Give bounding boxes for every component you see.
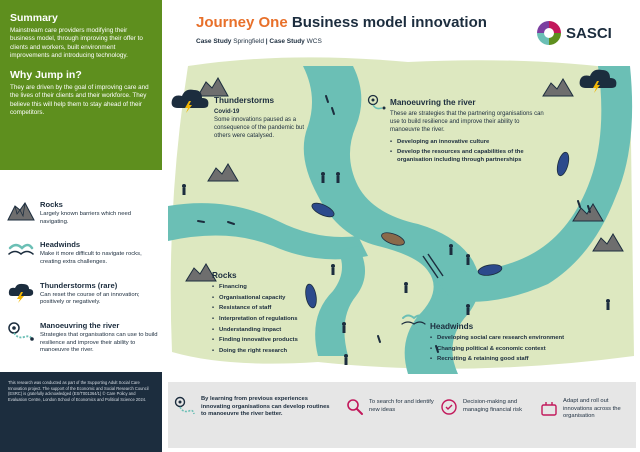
headwinds-block: Headwinds Developing social care researc… [430, 322, 600, 367]
decision-icon [441, 399, 457, 415]
legend-rocks: Rocks Largely known barriers which need … [6, 200, 160, 226]
bottom-bar: By learning from previous experiences in… [168, 382, 636, 448]
rock-icon [185, 77, 624, 282]
river-left-branch [168, 203, 368, 260]
footer: This research was conducted as part of t… [0, 372, 162, 452]
title-topic: Business model innovation [291, 14, 487, 31]
legend-headwinds: Headwinds Make it more difficult to navi… [6, 240, 160, 266]
case-value-2: WCS [306, 38, 322, 45]
thunderstorms-body: Some innovations paused as a consequence… [214, 117, 305, 139]
headwinds-title: Headwinds [430, 322, 474, 331]
thunderstorms-title: Thunderstorms [214, 96, 275, 105]
title-journey: Journey One [196, 14, 288, 31]
wind-icon [8, 244, 34, 256]
river-title: Manoeuvring the river [390, 98, 476, 107]
person-icon [182, 172, 610, 365]
rocks-list: Financing Organisational capacity Resist… [212, 284, 312, 356]
bottom-item-1: To search for and identify new ideas [346, 398, 434, 416]
bottom-main: By learning from previous experiences in… [174, 396, 334, 419]
river-bottom-branch [315, 246, 366, 356]
river-map: Thunderstorms Covid-19 Some innovations … [168, 56, 638, 374]
rocks-item: Interpretation of regulations [212, 316, 312, 324]
rocks-item: Financing [212, 284, 312, 292]
legend-river-body: Strategies that organisations can use to… [40, 332, 158, 354]
bottom-item-1-text: To search for and identify new ideas [369, 399, 434, 413]
thunderstorms-block: Thunderstorms Covid-19 Some innovations … [214, 96, 310, 141]
case-label-2: Case Study [269, 38, 305, 45]
why-body: They are driven by the goal of improving… [10, 84, 149, 117]
legend-rocks-body: Largely known barriers which need naviga… [40, 211, 132, 225]
search-icon [347, 399, 363, 415]
summary-panel: Summary Mainstream care providers modify… [0, 0, 162, 170]
thunderstorms-subtitle: Covid-19 [214, 109, 240, 115]
river-item: Develop the resources and capabilities o… [390, 149, 550, 164]
footer-text: This research was conducted as part of t… [8, 380, 149, 402]
why-title: Why Jump in? [10, 69, 82, 82]
headwinds-item: Changing political & economic context [430, 346, 600, 354]
bottom-item-2: Decision-making and managing financial r… [440, 398, 536, 416]
river-main [303, 66, 480, 374]
wind-icon [401, 314, 426, 325]
bridge-icon [422, 253, 444, 279]
rocks-title: Rocks [212, 271, 237, 280]
route-icon [367, 94, 386, 110]
bottom-main-text: By learning from previous experiences in… [201, 396, 330, 418]
thunder-cloud-icon [8, 283, 34, 303]
summary-body: Mainstream care providers modifying thei… [10, 27, 143, 59]
legend-river-title: Manoeuvring the river [40, 321, 120, 331]
header: Journey One Business model innovation Ca… [196, 14, 487, 45]
river-block: Manoeuvring the river These are strategi… [390, 98, 550, 168]
legend: Rocks Largely known barriers which need … [6, 200, 160, 369]
page-title: Journey One Business model innovation [196, 14, 487, 31]
rocks-item: Organisational capacity [212, 295, 312, 303]
route-icon [174, 397, 195, 415]
legend-thunderstorms-title: Thunderstorms (rare) [40, 280, 118, 290]
case-value-1: Springfield [233, 38, 264, 45]
river-body: These are strategies that the partnering… [390, 111, 544, 133]
rocks-item: Understanding impact [212, 327, 312, 335]
summary-title: Summary [10, 12, 58, 24]
rollout-icon [541, 402, 557, 416]
case-label-1: Case Study [196, 38, 232, 45]
rocks-item: Finding innovative products [212, 337, 312, 345]
legend-rocks-title: Rocks [40, 200, 63, 209]
legend-headwinds-body: Make it more difficult to navigate rocks… [40, 251, 142, 266]
case-separator: | [265, 38, 268, 45]
legend-thunderstorms-body: Can reset the course of an innovation; p… [40, 291, 140, 306]
rocks-item: Resistance of staff [212, 305, 312, 313]
thunder-cloud-icon [171, 69, 617, 113]
sasci-logo: SASCI [536, 18, 628, 48]
rocks-block: Rocks Financing Organisational capacity … [212, 271, 312, 359]
case-studies: Case Study Springfield | Case Study WCS [196, 38, 487, 45]
rock-icon [7, 202, 35, 221]
route-icon [8, 322, 34, 341]
bottom-item-3: Adapt and roll out innovations across th… [540, 398, 634, 421]
legend-thunderstorms: Thunderstorms (rare) Can reset the cours… [6, 281, 160, 307]
bottom-item-2-text: Decision-making and managing financial r… [463, 399, 522, 413]
bottom-item-3-text: Adapt and roll out innovations across th… [563, 398, 621, 420]
headwinds-item: Developing social care research environm… [430, 335, 600, 343]
rocks-item: Doing the right research [212, 348, 312, 356]
sidebar: Summary Mainstream care providers modify… [0, 0, 162, 452]
legend-headwinds-title: Headwinds [40, 240, 81, 250]
logo-text: SASCI [566, 24, 612, 42]
headwinds-list: Developing social care research environm… [430, 335, 600, 364]
headwinds-item: Recruiting & retaining good staff [430, 356, 600, 364]
legend-river: Manoeuvring the river Strategies that or… [6, 321, 160, 355]
logo-icon [537, 21, 561, 45]
river-right-branch [428, 66, 633, 302]
river-item: Developing an innovative culture [390, 139, 550, 147]
river-list: Developing an innovative culture Develop… [390, 139, 550, 165]
